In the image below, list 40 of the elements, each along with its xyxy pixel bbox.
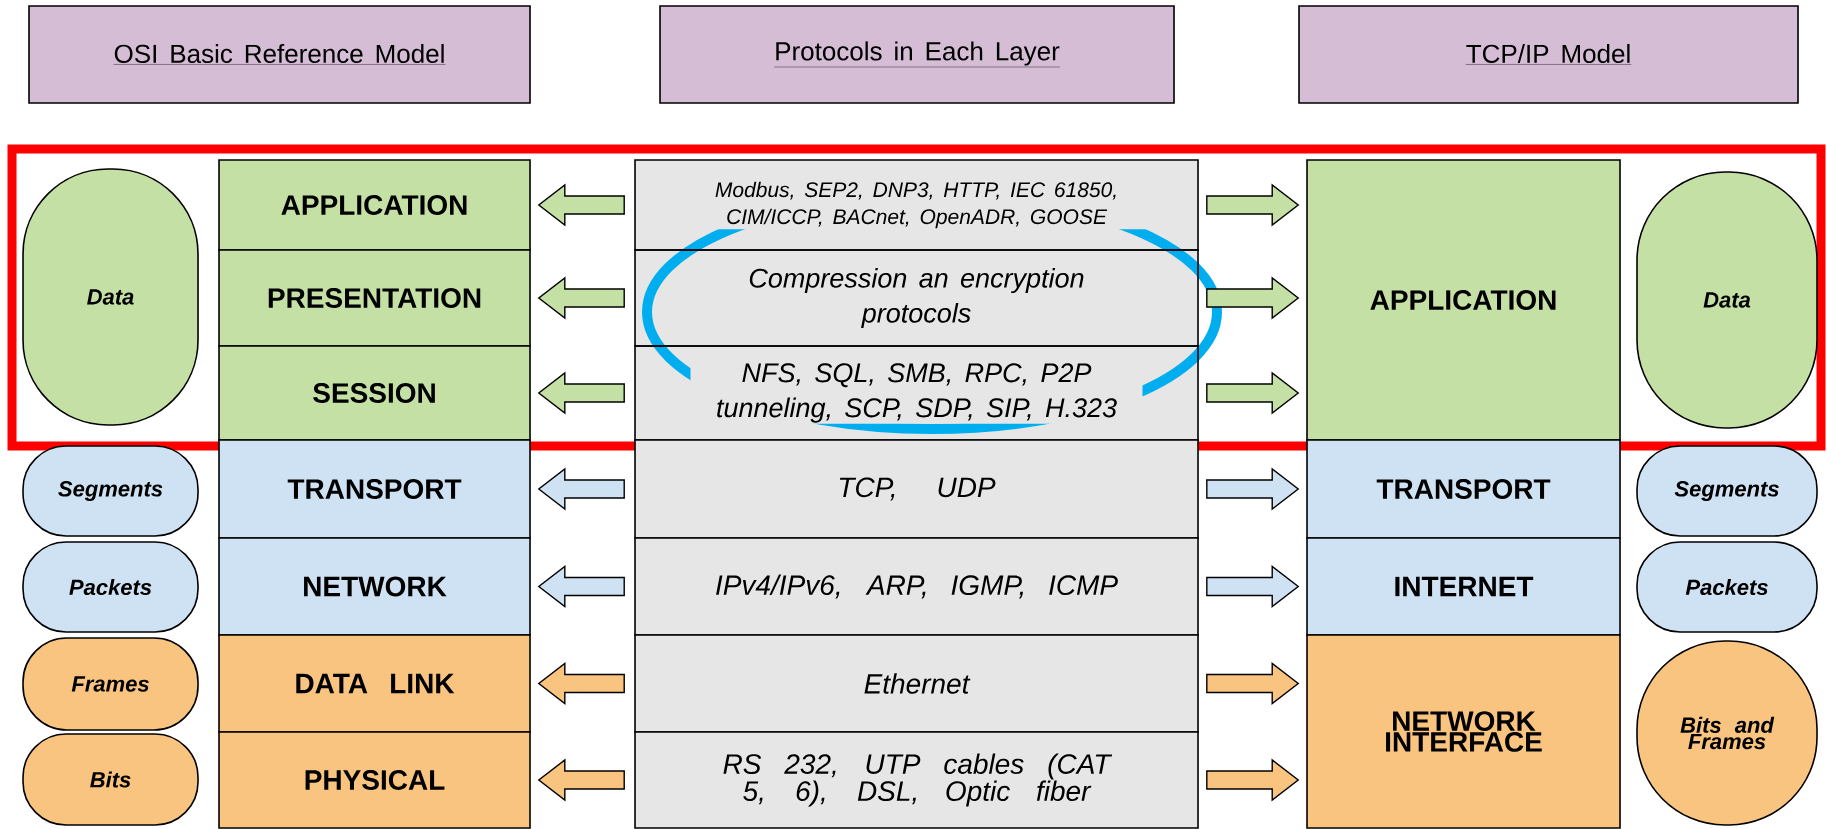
block-arrow	[1206, 371, 1300, 415]
heading-box: OSI Basic Reference Model	[28, 5, 531, 104]
protocol-cell: IPv4/IPv6, ARP, IGMP, ICMP	[634, 537, 1199, 636]
block-arrow	[1206, 276, 1300, 320]
protocol-cell: NFS, SQL, SMB, RPC, P2P tunneling, SCP, SDP, SIP, H.323	[634, 345, 1199, 441]
protocol-cell: TCP, UDP	[634, 439, 1199, 539]
data-unit-oval: Bits	[22, 733, 199, 826]
protocol-cell: Ethernet	[634, 634, 1199, 733]
block-arrow	[537, 467, 625, 511]
layer-box: DATA LINK	[218, 634, 531, 733]
block-arrow	[537, 565, 625, 608]
heading-box: Protocols in Each Layer	[659, 5, 1175, 104]
layer-box: PHYSICAL	[218, 731, 531, 829]
block-arrow	[537, 758, 625, 802]
layer-box: INTERNET	[1306, 537, 1621, 636]
data-unit-oval: Data	[1636, 171, 1818, 429]
block-arrow	[1206, 467, 1300, 511]
data-unit-oval: Segments	[1636, 445, 1818, 537]
layer-box: SESSION	[218, 345, 531, 441]
layer-box: APPLICATION	[1306, 159, 1621, 441]
block-arrow	[537, 371, 625, 415]
layer-box: TRANSPORT	[1306, 439, 1621, 539]
block-arrow	[537, 276, 625, 320]
block-arrow	[1206, 662, 1300, 705]
protocol-cell: Compression an encryption protocols	[634, 249, 1199, 347]
block-arrow	[1206, 183, 1300, 227]
block-arrow	[1206, 758, 1300, 802]
data-unit-oval: Bits and Frames	[1636, 640, 1818, 826]
block-arrow	[537, 183, 625, 227]
layer-box: NETWORK	[218, 537, 531, 636]
layer-box: PRESENTATION	[218, 249, 531, 347]
layer-box: NETWORK INTERFACE	[1306, 634, 1621, 829]
block-arrow	[537, 662, 625, 705]
layer-box: APPLICATION	[218, 159, 531, 251]
heading-box: TCP/IP Model	[1298, 5, 1799, 104]
protocol-cell: Modbus, SEP2, DNP3, HTTP, IEC 61850, CIM/ICCP, BACnet, OpenADR, GOOSE	[634, 159, 1199, 251]
protocol-cell: RS 232, UTP cables (CAT 5, 6), DSL, Optic fiber	[634, 731, 1199, 829]
data-unit-oval: Packets	[1636, 541, 1818, 633]
block-arrow	[1206, 565, 1300, 608]
layer-box: TRANSPORT	[218, 439, 531, 539]
